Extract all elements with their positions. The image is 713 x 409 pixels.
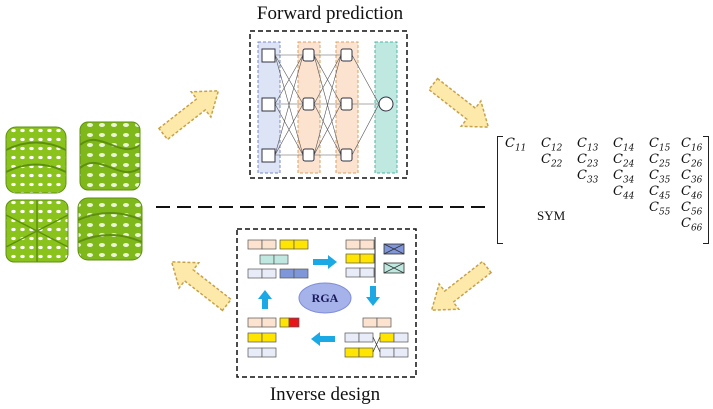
arrow-down-right bbox=[427, 77, 490, 128]
matrix-entry: C56 bbox=[681, 200, 703, 218]
matrix-entry: C26 bbox=[681, 152, 703, 170]
arrow-up-right bbox=[157, 90, 220, 141]
eliminated-chromosomes bbox=[383, 243, 405, 274]
flow-arrow-right bbox=[313, 255, 337, 269]
lattice-structure-4 bbox=[77, 197, 143, 261]
matrix-right-bracket bbox=[703, 136, 709, 244]
lattice-structures bbox=[5, 121, 143, 263]
lattice-structure-1 bbox=[5, 126, 67, 194]
rga-ellipse bbox=[298, 282, 352, 314]
forward-prediction-title: Forward prediction bbox=[256, 3, 404, 24]
matrix-entry: C23 bbox=[577, 152, 599, 170]
matrix-entry: C16 bbox=[681, 136, 703, 154]
matrix-entry: C34 bbox=[613, 168, 635, 186]
arrow-down-left bbox=[430, 260, 493, 311]
matrix-entry: C11 bbox=[505, 136, 527, 154]
chromosome-group-1 bbox=[247, 239, 309, 279]
matrix-entry: C14 bbox=[613, 136, 635, 154]
inverse-design-title: Inverse design bbox=[269, 384, 381, 405]
matrix-left-bracket bbox=[497, 136, 503, 244]
matrix-entry: C66 bbox=[681, 216, 703, 234]
matrix-entry: C15 bbox=[649, 136, 671, 154]
flow-arrow-down bbox=[366, 286, 380, 306]
chromosome-group-2 bbox=[345, 239, 375, 278]
matrix-entry: C22 bbox=[541, 152, 563, 170]
matrix-entry: C33 bbox=[577, 168, 599, 186]
matrix-entry: C25 bbox=[649, 152, 671, 170]
matrix-entry: C35 bbox=[649, 168, 671, 186]
matrix-entry: C44 bbox=[613, 184, 635, 202]
matrix-entry: C55 bbox=[649, 200, 671, 218]
rga-label: RGA bbox=[312, 291, 339, 305]
chromosome-group-4 bbox=[344, 317, 409, 358]
neural-network-box bbox=[249, 30, 408, 179]
rga-box: RGA bbox=[236, 228, 417, 378]
matrix-entry: C45 bbox=[649, 184, 671, 202]
arrow-up-left bbox=[170, 261, 233, 312]
matrix-entry: C36 bbox=[681, 168, 703, 186]
matrix-entry: C13 bbox=[577, 136, 599, 154]
matrix-entry: C24 bbox=[613, 152, 635, 170]
matrix-entry: C12 bbox=[541, 136, 563, 154]
big-arrows bbox=[157, 77, 493, 312]
flow-arrow-left bbox=[311, 332, 335, 346]
flow-arrows bbox=[258, 255, 380, 346]
lattice-structure-2 bbox=[79, 121, 141, 191]
sym-label: SYM bbox=[537, 208, 566, 223]
chromosome-group-3 bbox=[247, 317, 300, 358]
matrix-entry: C46 bbox=[681, 184, 703, 202]
lattice-structure-3 bbox=[5, 199, 69, 263]
nn-nodes bbox=[261, 48, 394, 163]
flow-arrow-up bbox=[258, 290, 272, 309]
nn-connections bbox=[274, 54, 380, 156]
